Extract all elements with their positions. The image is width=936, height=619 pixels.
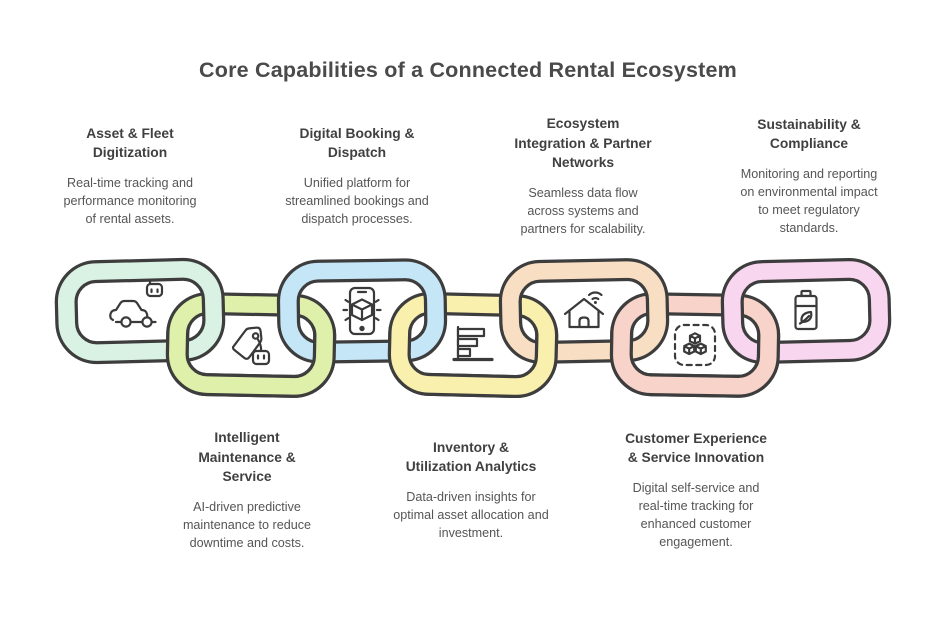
chain-link-overlap xyxy=(387,327,559,399)
chain-link-ring xyxy=(391,327,555,395)
chain-link xyxy=(720,257,892,365)
chain-link xyxy=(276,258,448,364)
capability-digital-booking: Digital Booking & Dispatch Unified platf… xyxy=(252,110,462,242)
capability-chain xyxy=(54,257,892,399)
page-title: Core Capabilities of a Connected Rental … xyxy=(199,58,737,82)
modular-cubes-icon xyxy=(673,323,717,367)
chain-link-overlap xyxy=(609,327,781,398)
capability-asset-fleet: Asset & Fleet Digitization Real-time tra… xyxy=(25,110,235,242)
chain-wrap xyxy=(0,249,936,421)
eco-battery-icon xyxy=(794,289,818,331)
capability-heading: Ecosystem Integration & Partner Networks xyxy=(514,115,652,171)
chain-link xyxy=(54,257,226,365)
capability-description: Seamless data flow across systems and pa… xyxy=(520,185,646,236)
capability-intelligent-maintenance: Intelligent Maintenance & Service AI-dri… xyxy=(142,424,352,556)
chain-link-ring xyxy=(169,327,333,395)
connected-home-icon xyxy=(563,291,605,329)
chain-link-ring xyxy=(502,261,666,361)
capability-inventory-analytics: Inventory & Utilization Analytics Data-d… xyxy=(366,424,576,556)
capability-heading: Customer Experience & Service Innovation xyxy=(625,430,767,466)
capability-heading: Intelligent Maintenance & Service xyxy=(198,429,296,485)
capability-description: Digital self-service and real-time track… xyxy=(632,480,760,550)
capability-heading: Sustainability & Compliance xyxy=(757,116,861,152)
capability-ecosystem-integration: Ecosystem Integration & Partner Networks… xyxy=(478,110,688,242)
capability-heading: Inventory & Utilization Analytics xyxy=(405,439,537,475)
bar-chart-icon xyxy=(452,325,494,362)
gps-car-icon xyxy=(109,279,164,328)
chain-link-overlap xyxy=(165,327,337,398)
chain-link-ring xyxy=(57,261,223,361)
phone-package-icon xyxy=(342,286,382,336)
capability-sustainability: Sustainability & Compliance Monitoring a… xyxy=(704,110,914,242)
capability-description: Monitoring and reporting on environmenta… xyxy=(740,166,878,236)
chain-link-ring xyxy=(280,261,444,361)
chain-link-ring xyxy=(724,261,888,361)
capability-customer-experience: Customer Experience & Service Innovation… xyxy=(591,424,801,556)
capability-heading: Asset & Fleet Digitization xyxy=(86,125,174,161)
capability-description: Data-driven insights for optimal asset a… xyxy=(393,489,549,541)
chain-link-ring xyxy=(613,327,777,395)
chain-link xyxy=(498,258,670,364)
capability-description: AI-driven predictive maintenance to redu… xyxy=(182,499,312,550)
smart-tag-icon xyxy=(231,326,271,366)
capability-description: Real-time tracking and performance monit… xyxy=(63,175,197,227)
capability-heading: Digital Booking & Dispatch xyxy=(299,125,415,161)
capability-description: Unified platform for streamlined booking… xyxy=(285,175,429,227)
